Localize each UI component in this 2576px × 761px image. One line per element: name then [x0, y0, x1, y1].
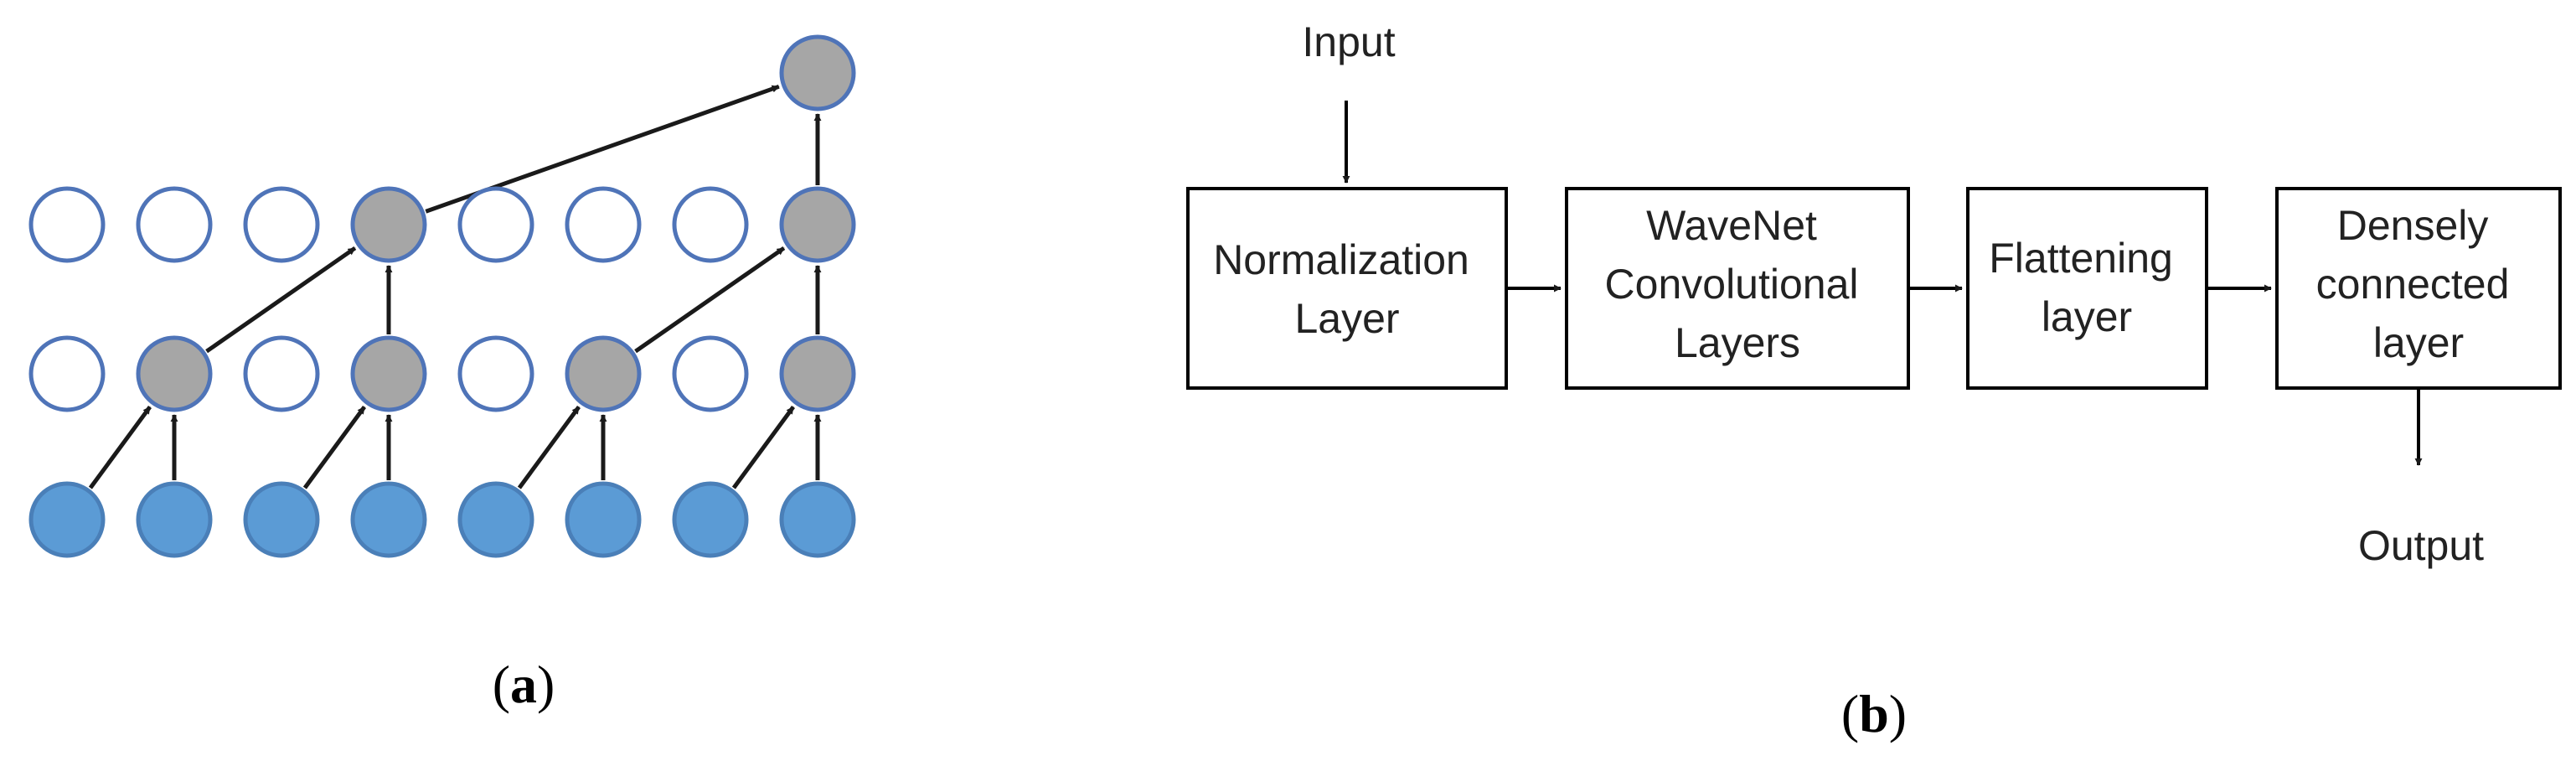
input-node-5: [457, 481, 534, 558]
block-flattening-layer-label: Flattening layer: [1989, 235, 2185, 340]
hidden-1-node-4: [350, 335, 427, 412]
panel-a-edges: [88, 84, 822, 489]
edge-5: [517, 406, 581, 489]
block-densely-connected-layer: [2275, 187, 2562, 390]
block-flattening-layer: [1966, 187, 2208, 390]
block-wavenet-convolutional-layers: [1565, 187, 1910, 390]
block-densely-connected-layer-label: Densely connected layer: [2316, 202, 2522, 366]
hidden-2-node-3-inactive: [243, 186, 320, 263]
hidden-1-node-5-inactive: [457, 335, 534, 412]
edge-1: [88, 406, 152, 489]
input-label: Input: [1302, 18, 1395, 65]
output-node-8: [779, 34, 856, 111]
panel-a-caption: (a): [493, 655, 555, 714]
edge-3: [302, 406, 367, 489]
input-node-2: [136, 481, 213, 558]
input-node-6: [565, 481, 642, 558]
hidden-2-node-2-inactive: [136, 186, 213, 263]
edge-7: [731, 406, 796, 489]
block-normalization-layer: [1186, 187, 1508, 390]
block-normalization-layer-label: Normalization Layer: [1213, 236, 1481, 342]
panel-a-nodes: [28, 34, 856, 558]
output-label: Output: [2358, 522, 2484, 569]
panel-b-caption: (b): [1841, 684, 1907, 743]
input-node-1: [28, 481, 106, 558]
hidden-2-node-5-inactive: [457, 186, 534, 263]
panel-b-pipeline-flowchart: Input Normalization Layer WaveNet Convol…: [1186, 18, 2562, 743]
input-node-7: [672, 481, 749, 558]
hidden-2-node-1-inactive: [28, 186, 106, 263]
hidden-1-node-2: [136, 335, 213, 412]
hidden-2-node-6-inactive: [565, 186, 642, 263]
hidden-1-node-6: [565, 335, 642, 412]
hidden-2-node-8: [779, 186, 856, 263]
hidden-1-node-1-inactive: [28, 335, 106, 412]
panel-a-dilated-convolution: (a): [28, 34, 856, 714]
block-wavenet-convolutional-layers-label: WaveNet Convolutional Layers: [1605, 202, 1871, 366]
edge-11: [634, 246, 786, 354]
input-node-8: [779, 481, 856, 558]
input-node-3: [243, 481, 320, 558]
hidden-2-node-7-inactive: [672, 186, 749, 263]
hidden-1-node-7-inactive: [672, 335, 749, 412]
input-node-4: [350, 481, 427, 558]
hidden-1-node-3-inactive: [243, 335, 320, 412]
hidden-1-node-8: [779, 335, 856, 412]
hidden-2-node-4: [350, 186, 427, 263]
edge-9: [205, 246, 357, 354]
